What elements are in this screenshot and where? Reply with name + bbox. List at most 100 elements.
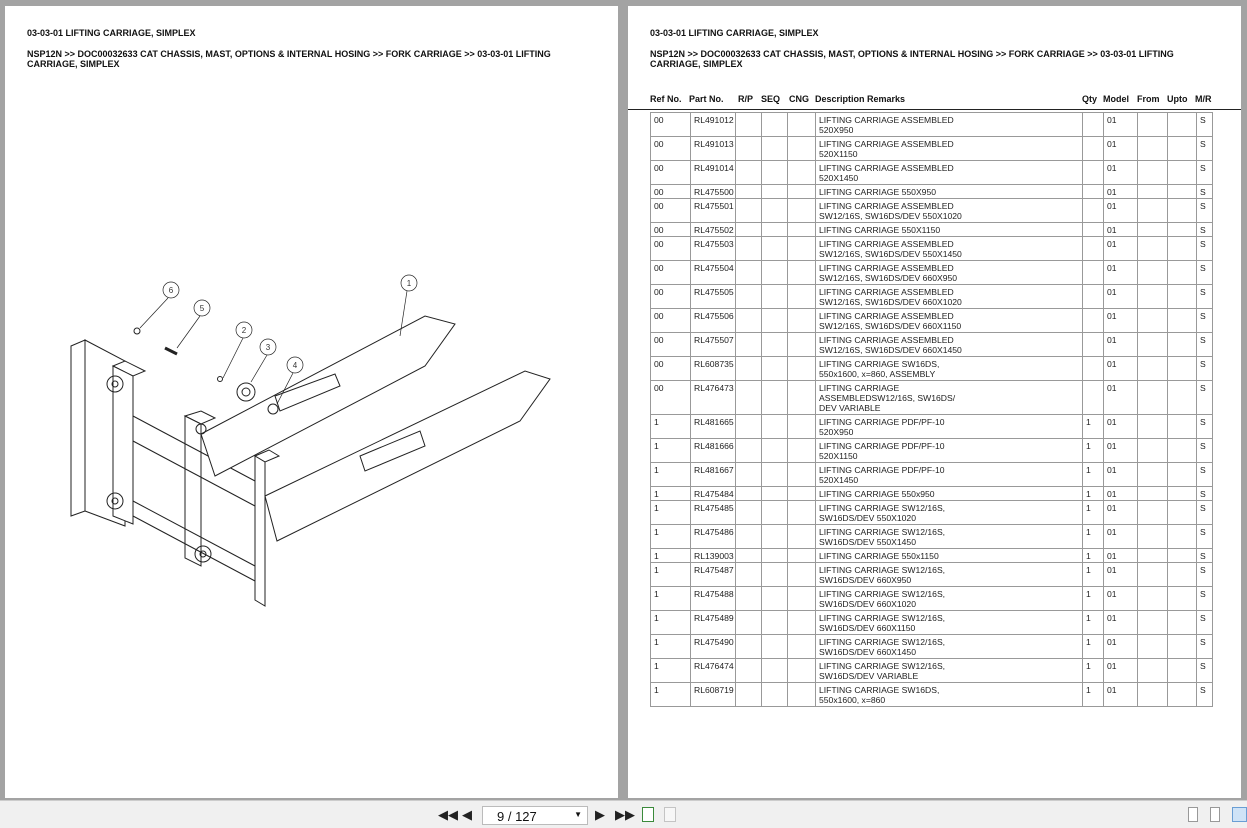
table-cell	[735, 160, 762, 185]
table-cell: RL475504	[690, 260, 736, 285]
table-cell: 01	[1103, 356, 1138, 381]
two-page-icon[interactable]	[1232, 807, 1247, 822]
goto-previous-view-icon[interactable]	[642, 807, 654, 822]
page-title: 03-03-01 LIFTING CARRIAGE, SIMPLEX	[27, 28, 196, 38]
table-cell: 1	[1082, 658, 1104, 683]
table-cell	[787, 548, 816, 563]
table-cell: 1	[1082, 562, 1104, 587]
table-cell	[735, 284, 762, 309]
continuous-page-icon[interactable]	[1210, 807, 1220, 822]
goto-next-view-icon[interactable]	[664, 807, 676, 822]
table-cell: LIFTING CARRIAGE SW16DS, 550x1600, x=860	[815, 682, 1083, 707]
table-cell: RL475488	[690, 586, 736, 611]
table-cell: S	[1196, 414, 1213, 439]
table-cell	[735, 586, 762, 611]
table-cell	[1082, 380, 1104, 415]
single-page-icon[interactable]	[1188, 807, 1198, 822]
table-cell	[787, 586, 816, 611]
table-cell: 1	[650, 524, 691, 549]
next-page-icon[interactable]: ▶	[595, 807, 605, 822]
table-cell	[1137, 112, 1168, 137]
table-cell: LIFTING CARRIAGE 550X950	[815, 184, 1083, 199]
table-cell: 01	[1103, 380, 1138, 415]
table-cell	[1167, 486, 1197, 501]
table-cell: LIFTING CARRIAGE SW12/16S, SW16DS/DEV 66…	[815, 634, 1083, 659]
table-cell: LIFTING CARRIAGE ASSEMBLED SW12/16S, SW1…	[815, 284, 1083, 309]
table-cell: RL491013	[690, 136, 736, 161]
table-cell: 01	[1103, 284, 1138, 309]
table-cell	[735, 184, 762, 199]
table-cell	[1167, 658, 1197, 683]
table-cell	[1167, 548, 1197, 563]
table-cell: RL491012	[690, 112, 736, 137]
table-cell: LIFTING CARRIAGE ASSEMBLED 520X1450	[815, 160, 1083, 185]
table-cell: S	[1196, 356, 1213, 381]
column-header: CNG	[789, 94, 809, 104]
table-cell: S	[1196, 136, 1213, 161]
column-header: Description Remarks	[815, 94, 906, 104]
table-cell	[735, 682, 762, 707]
table-cell	[761, 586, 788, 611]
table-cell	[1137, 136, 1168, 161]
table-cell	[787, 308, 816, 333]
table-cell: S	[1196, 308, 1213, 333]
table-cell	[735, 610, 762, 635]
table-cell: 01	[1103, 184, 1138, 199]
table-cell	[1137, 414, 1168, 439]
table-cell	[787, 260, 816, 285]
table-cell	[787, 500, 816, 525]
table-cell: 01	[1103, 486, 1138, 501]
column-header: Part No.	[689, 94, 724, 104]
table-cell: S	[1196, 222, 1213, 237]
table-cell	[761, 222, 788, 237]
table-cell	[787, 184, 816, 199]
table-cell	[787, 634, 816, 659]
prev-page-icon[interactable]: ◀	[462, 807, 472, 822]
table-cell: 1	[1082, 682, 1104, 707]
table-cell	[1137, 586, 1168, 611]
table-cell	[787, 284, 816, 309]
table-cell	[1137, 308, 1168, 333]
table-cell	[735, 308, 762, 333]
table-cell: 01	[1103, 658, 1138, 683]
table-cell: LIFTING CARRIAGE SW16DS, 550x1600, x=860…	[815, 356, 1083, 381]
table-cell	[1167, 586, 1197, 611]
table-cell: 1	[1082, 438, 1104, 463]
table-cell	[1137, 524, 1168, 549]
table-cell: LIFTING CARRIAGE 550x1150	[815, 548, 1083, 563]
table-cell	[1082, 332, 1104, 357]
table-cell	[1082, 198, 1104, 223]
table-cell	[787, 658, 816, 683]
table-cell: S	[1196, 284, 1213, 309]
table-cell	[787, 462, 816, 487]
column-header: Ref No.	[650, 94, 682, 104]
table-cell: 1	[650, 586, 691, 611]
table-cell: LIFTING CARRIAGE ASSEMBLED SW12/16S, SW1…	[815, 198, 1083, 223]
table-cell	[787, 524, 816, 549]
table-cell: LIFTING CARRIAGE ASSEMBLED 520X1150	[815, 136, 1083, 161]
table-cell	[761, 308, 788, 333]
table-cell	[1137, 198, 1168, 223]
table-cell	[735, 356, 762, 381]
page-selector[interactable]: 9 / 127▼	[482, 806, 588, 825]
table-cell: RL475503	[690, 236, 736, 261]
chevron-down-icon[interactable]: ▼	[574, 810, 582, 819]
table-cell	[787, 356, 816, 381]
table-cell: 00	[650, 136, 691, 161]
first-page-icon[interactable]: ◀◀	[438, 807, 458, 822]
table-cell	[1137, 462, 1168, 487]
table-cell: LIFTING CARRIAGE 550x950	[815, 486, 1083, 501]
table-cell: S	[1196, 682, 1213, 707]
table-cell: 01	[1103, 136, 1138, 161]
table-cell: LIFTING CARRIAGE ASSEMBLED SW12/16S, SW1…	[815, 260, 1083, 285]
table-cell	[787, 160, 816, 185]
last-page-icon[interactable]: ▶▶	[615, 807, 635, 822]
